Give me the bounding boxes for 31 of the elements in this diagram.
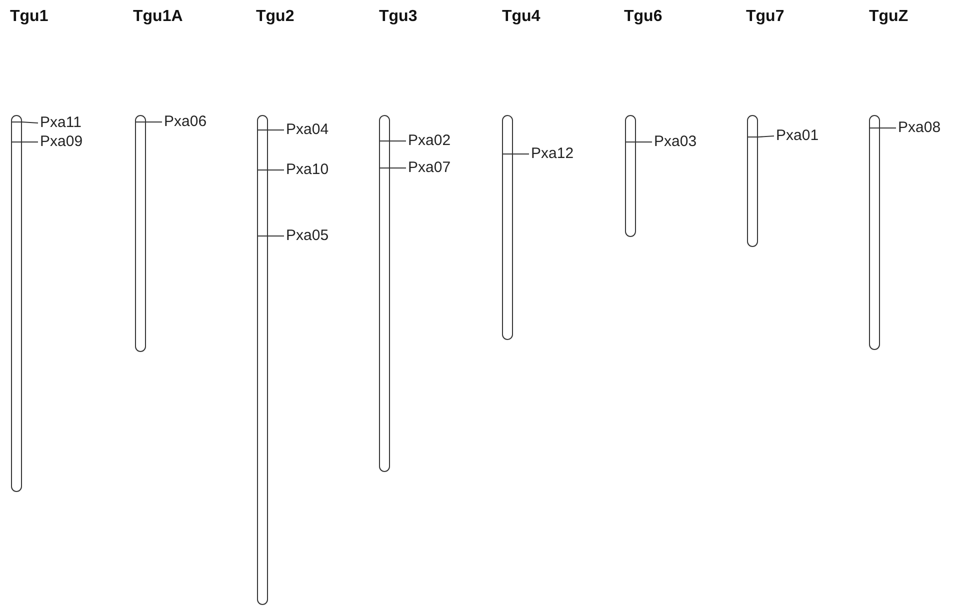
marker-label: Pxa01 (776, 127, 819, 145)
marker-label: Pxa02 (408, 132, 451, 150)
marker-label: Pxa06 (164, 113, 207, 131)
chromosome-title: Tgu4 (502, 8, 540, 26)
marker-label: Pxa03 (654, 133, 697, 151)
chromosome-bar (135, 115, 146, 352)
marker-label: Pxa12 (531, 145, 574, 163)
chromosome-title: Tgu3 (379, 8, 418, 26)
chromosome-title: Tgu6 (624, 8, 662, 26)
marker-label: Pxa07 (408, 159, 451, 177)
marker-label: Pxa04 (286, 121, 329, 139)
marker-label: Pxa11 (40, 114, 82, 132)
chromosome-title: Tgu7 (746, 8, 784, 26)
leader-line (10, 122, 38, 124)
leader-line (378, 140, 406, 142)
chromosome-title: TguZ (869, 8, 908, 26)
chromosome-bar (502, 115, 513, 340)
marker-label: Pxa08 (898, 119, 941, 137)
marker-label: Pxa05 (286, 227, 329, 245)
chromosome-title: Tgu1A (133, 8, 183, 26)
chromosome-bar (625, 115, 636, 237)
marker-label: Pxa10 (286, 161, 329, 179)
chromosome-bar (257, 115, 268, 605)
chromosome-title: Tgu2 (256, 8, 294, 26)
chromosome-bar (869, 115, 880, 350)
chromosome-bar (11, 115, 22, 492)
marker-label: Pxa09 (40, 133, 83, 151)
chromosome-bar (747, 115, 758, 247)
chromosome-title: Tgu1 (10, 8, 48, 26)
chromosome-bar (379, 115, 390, 472)
leader-line (746, 136, 774, 138)
